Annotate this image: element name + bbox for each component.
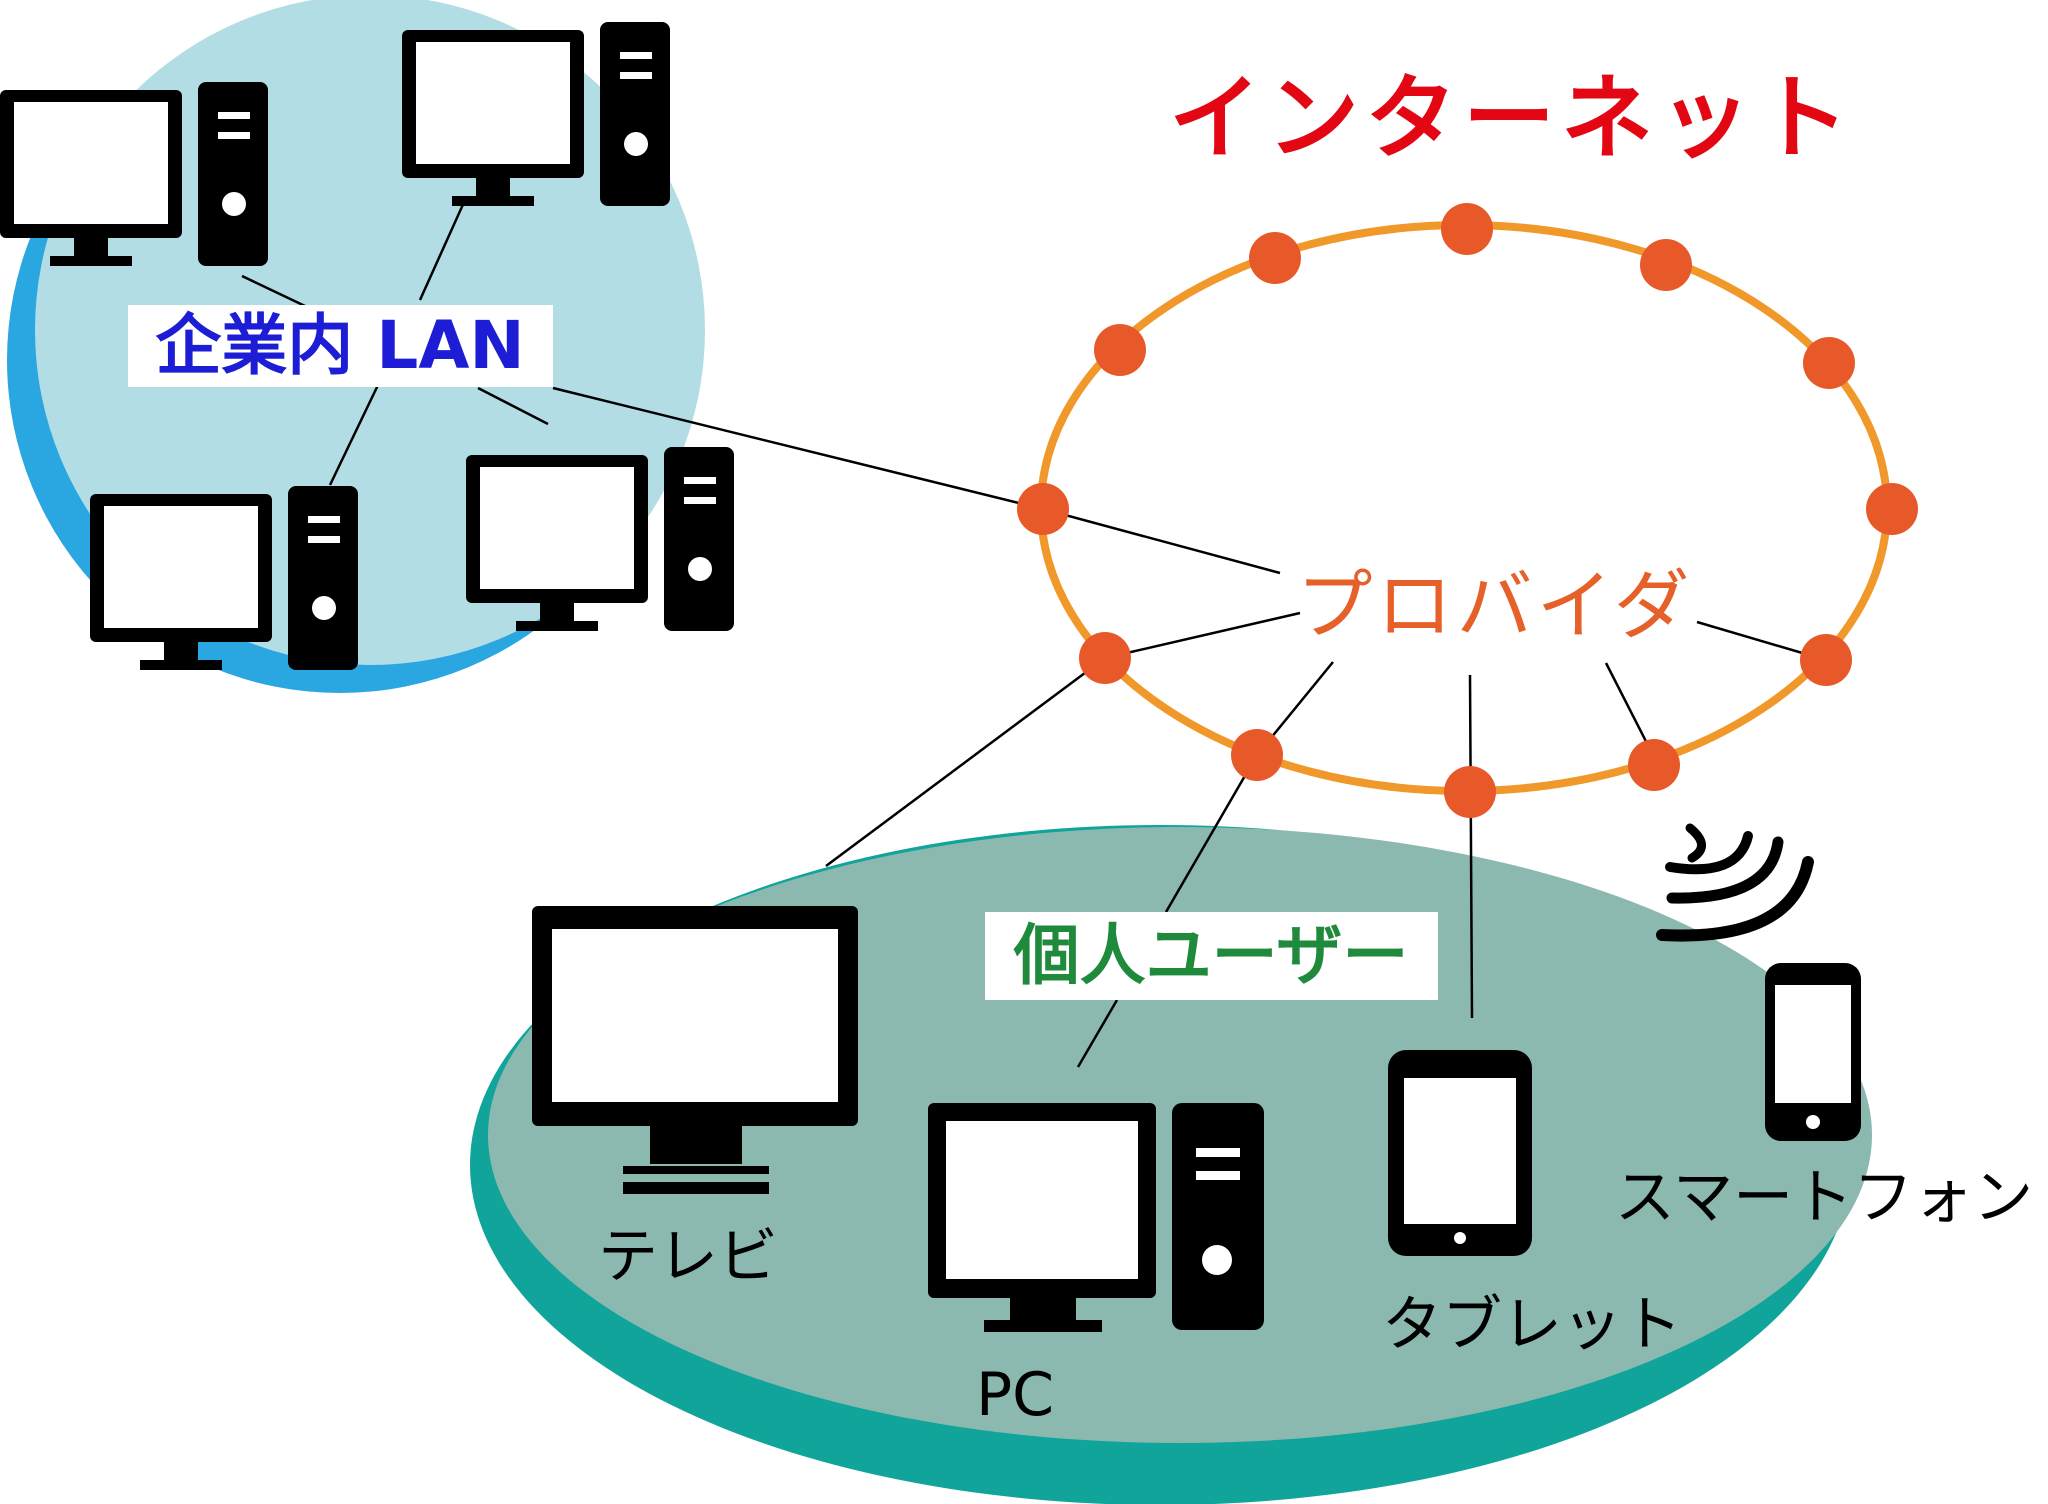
ring-node [1800,634,1852,686]
personal-user-label: 個人ユーザー [1013,917,1409,994]
pc-label: PC [976,1360,1054,1430]
tablet-icon [1388,1050,1532,1256]
wifi-signal-icon [1656,823,1814,942]
tv-label: テレビ [598,1222,778,1292]
ring-node [1231,729,1283,781]
ring-node [1079,632,1131,684]
ring-nodes [1017,203,1918,818]
internet-ring [1037,221,1891,795]
smartphone-icon [1765,963,1861,1141]
ring-node [1628,739,1680,791]
internet-title: インターネット [1169,65,1855,172]
ring-node [1640,239,1692,291]
ring-node [1866,483,1918,535]
corporate-lan-label-bg [128,305,553,387]
connection-lines [241,199,1827,1068]
ring-node [1017,483,1069,535]
desktop-computer-icon [928,1103,1264,1332]
tablet-label: タブレット [1382,1290,1682,1360]
ring-node [1441,203,1493,255]
ring-node [1803,337,1855,389]
corporate-lan-label: 企業内 LAN [155,307,524,384]
smartphone-label: スマートフォン [1615,1163,2033,1233]
personal-user-label-bg [985,912,1438,1000]
provider-label: プロバイダ [1297,561,1694,650]
television-icon [532,906,858,1194]
ring-node [1094,324,1146,376]
ring-node [1249,232,1301,284]
ring-node [1444,766,1496,818]
